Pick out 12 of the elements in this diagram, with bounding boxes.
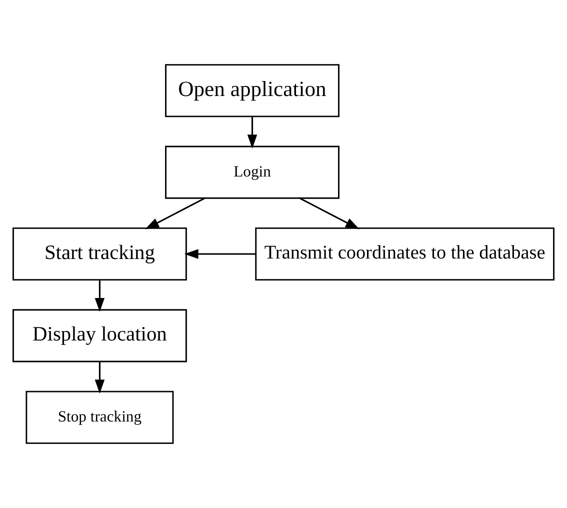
arrow <box>247 116 258 149</box>
arrow <box>145 197 206 230</box>
node-box: Display location <box>12 309 187 362</box>
node-box: Stop tracking <box>26 390 174 444</box>
arrow <box>94 362 105 394</box>
arrow <box>184 249 256 259</box>
node-box: Open application <box>165 64 340 118</box>
arrow <box>299 197 360 230</box>
node-box: Login <box>165 146 340 199</box>
node-box: Transmit coordinates to the database <box>255 227 554 281</box>
arrow <box>94 280 105 312</box>
node-box: Start tracking <box>12 227 187 281</box>
